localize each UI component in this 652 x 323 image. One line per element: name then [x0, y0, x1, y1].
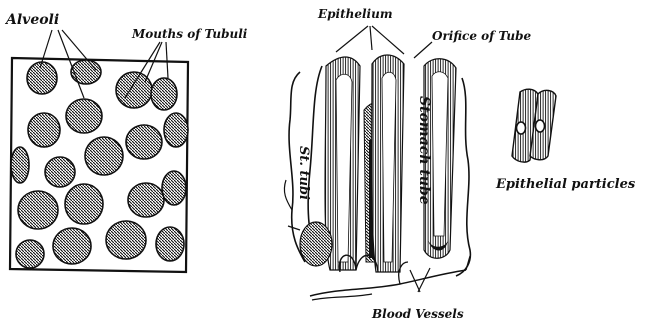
alveolus-11: [128, 183, 164, 217]
label-st-tubi: St. tubi: [296, 146, 311, 200]
alveolus-4: [66, 99, 102, 133]
alveolus-8: [164, 113, 188, 147]
alveolus-16: [53, 228, 91, 264]
alveolus-2: [71, 60, 101, 84]
alveolus-9: [45, 157, 75, 187]
gastric-section-panel: [10, 58, 188, 272]
alveolus-19: [151, 78, 177, 110]
label-orifice-of-tube: Orifice of Tube: [432, 29, 531, 43]
epithelial-nucleus-2: [536, 120, 545, 132]
pointer-orifice: [414, 42, 432, 58]
alveolus-10: [11, 147, 29, 183]
alveolus-12: [18, 191, 58, 229]
alveolus-15: [106, 221, 146, 259]
alveolus-5: [28, 113, 60, 147]
stomach-tubes-illustration: [284, 55, 470, 300]
right-outer-wall: [456, 78, 470, 276]
alveolus-1: [27, 62, 57, 94]
label-mouths-of-tubuli: Mouths of Tubuli: [131, 27, 248, 41]
epithelial-particles: [512, 89, 556, 162]
alveolus-17: [16, 240, 44, 268]
alveolus-13: [65, 184, 103, 224]
label-alveoli: Alveoli: [4, 12, 59, 28]
blood-vessel-main: [310, 270, 466, 296]
alveolus-7: [126, 125, 162, 159]
alveolus-14: [162, 171, 186, 205]
label-stomach-tube: Stomach tube: [416, 96, 432, 205]
alveolus-6: [85, 137, 123, 175]
alveoli-cells: [11, 60, 188, 268]
pointer-epithelium-1: [336, 26, 368, 52]
pointer-epithelium-3: [372, 26, 404, 54]
gland-fundus: [300, 222, 332, 266]
epithelial-nucleus-1: [517, 122, 526, 134]
alveolus-18: [156, 227, 184, 261]
pointer-tubuli-3: [166, 42, 168, 78]
pointer-epithelium-2: [370, 26, 372, 50]
label-blood-vessels: Blood Vessels: [371, 307, 464, 321]
label-epithelial-particles: Epithelial particles: [495, 177, 636, 192]
label-epithelium: Epithelium: [317, 7, 393, 21]
